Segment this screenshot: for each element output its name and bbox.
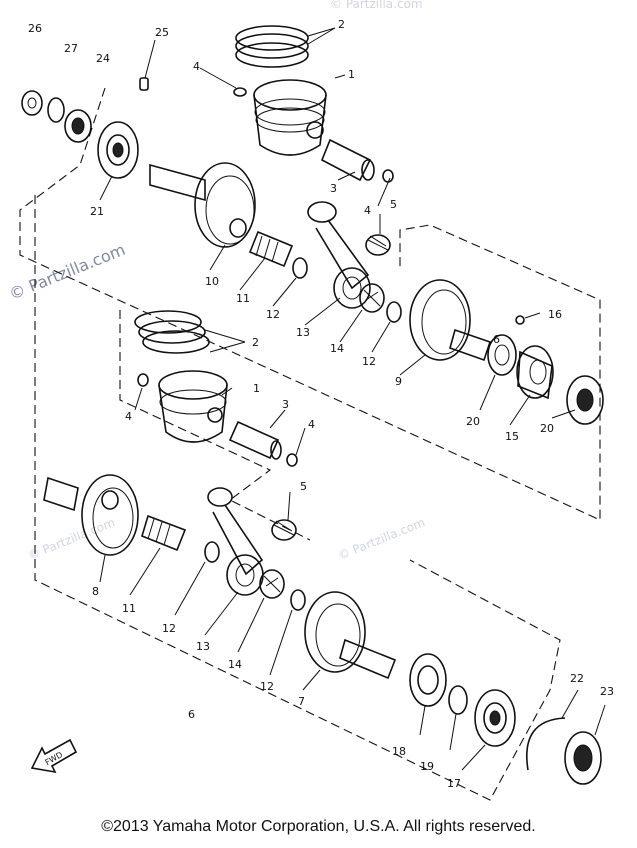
watermark: © Partzilla.com	[330, 0, 423, 11]
piston-lower	[158, 370, 228, 443]
callout-12: 12	[266, 308, 280, 321]
callout-2: 2	[338, 18, 345, 31]
callout-19: 19	[420, 760, 434, 773]
callout-12: 12	[362, 355, 376, 368]
callout-16: 16	[548, 308, 562, 321]
callout-11: 11	[236, 292, 250, 305]
crankpin-upper	[248, 230, 294, 268]
callout-13: 13	[196, 640, 210, 653]
circlip-22	[526, 717, 566, 771]
callout-3: 3	[330, 182, 337, 195]
callout-22: 22	[570, 672, 584, 685]
callout-4: 4	[193, 60, 200, 73]
bearing-21	[97, 121, 139, 179]
callout-12: 12	[162, 622, 176, 635]
watermark: © Partzilla.com	[336, 515, 427, 563]
crankpin-lower	[141, 514, 187, 552]
callout-20: 20	[540, 422, 554, 435]
callout-12: 12	[260, 680, 274, 693]
circlip-lower-right	[286, 453, 298, 467]
needle-bearing-5-upper	[365, 234, 391, 256]
callout-26: 26	[28, 22, 42, 35]
callout-3: 3	[282, 398, 289, 411]
washer-12-upper-b	[386, 301, 402, 323]
callout-20: 20	[466, 415, 480, 428]
forward-arrow-icon: FWD	[30, 738, 78, 774]
callout-27: 27	[64, 42, 78, 55]
callout-13: 13	[296, 326, 310, 339]
bearing-20-a	[487, 334, 517, 376]
nut-26	[21, 90, 43, 116]
inner-boundary	[119, 310, 311, 541]
bearing-14-upper	[359, 283, 385, 313]
washer-27	[47, 97, 65, 123]
watermark: © Partzilla.com	[26, 515, 117, 563]
leader-lines	[99, 27, 606, 771]
oil-seal-23	[564, 731, 602, 785]
callout-2: 2	[252, 336, 259, 349]
callout-21: 21	[90, 205, 104, 218]
callout-24: 24	[96, 52, 110, 65]
callout-4: 4	[364, 204, 371, 217]
callout-25: 25	[155, 26, 169, 39]
crank-half-8	[43, 474, 139, 556]
callout-15: 15	[505, 430, 519, 443]
circlip-lower-left	[137, 373, 149, 387]
bearing-20-b	[566, 375, 604, 425]
callout-9: 9	[395, 375, 402, 388]
key-25	[139, 77, 149, 91]
callout-6: 6	[188, 708, 195, 721]
callout-8: 8	[92, 585, 99, 598]
piston-rings-upper	[235, 25, 309, 68]
washer-12-lower-b	[290, 589, 306, 611]
conrod-upper	[307, 201, 371, 309]
callout-18: 18	[392, 745, 406, 758]
oil-seal-24	[64, 109, 92, 143]
circlip-upper-right	[382, 169, 394, 183]
callout-23: 23	[600, 685, 614, 698]
callout-5: 5	[300, 480, 307, 493]
callout-4: 4	[308, 418, 315, 431]
callout-11: 11	[122, 602, 136, 615]
washer-12-lower	[204, 541, 220, 563]
watermark: © Partzilla.com	[6, 240, 128, 304]
upper-crank-boundary	[19, 87, 601, 521]
pin-16	[515, 315, 525, 325]
middle-crank-boundary	[34, 195, 561, 801]
conrod-lower	[207, 487, 264, 596]
piston-pin-lower	[228, 420, 282, 460]
bearing-18	[409, 653, 447, 707]
piston-rings-lower	[134, 310, 210, 354]
callout-4: 4	[125, 410, 132, 423]
crank-half-10	[149, 162, 256, 248]
washer-12-upper	[292, 257, 308, 279]
bearing-14-lower	[259, 569, 285, 599]
copyright-notice: ©2013 Yamaha Motor Corporation, U.S.A. A…	[101, 818, 536, 835]
needle-bearing-5-lower	[271, 519, 297, 541]
piston-pin-upper	[320, 138, 375, 182]
callout-17: 17	[447, 777, 461, 790]
collar-19	[448, 685, 468, 715]
callout-10: 10	[205, 275, 219, 288]
callout-5: 5	[390, 198, 397, 211]
piston-upper	[253, 79, 327, 156]
callout-1: 1	[348, 68, 355, 81]
callout-14: 14	[330, 342, 344, 355]
crank-half-9	[409, 279, 492, 362]
circlip-upper-left	[233, 87, 247, 97]
bearing-17	[474, 689, 516, 747]
callout-7: 7	[298, 695, 305, 708]
callout-6: 6	[493, 333, 500, 346]
labyrinth-seal-15	[516, 345, 554, 400]
crank-half-7	[304, 591, 397, 680]
callout-numbers: 26 27 24 25 4 2 1 21 3 4 5 10 11 12 13 1…	[28, 18, 614, 790]
callout-14: 14	[228, 658, 242, 671]
callout-1: 1	[253, 382, 260, 395]
